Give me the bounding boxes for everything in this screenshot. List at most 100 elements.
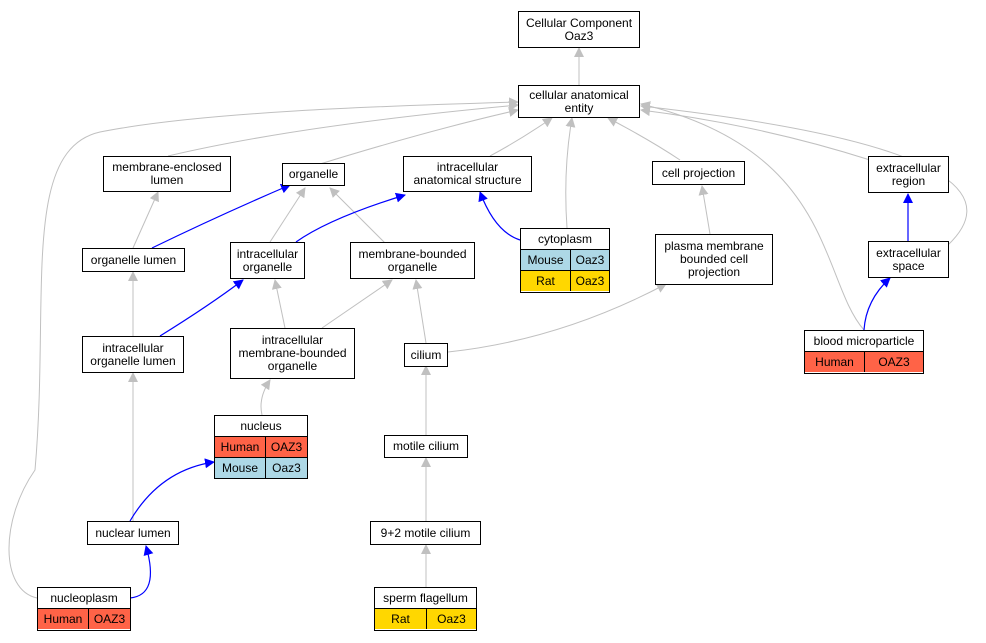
gene-cell: OAZ3 — [88, 609, 130, 629]
annotation-row: Mouse Oaz3 — [521, 250, 609, 271]
species-cell: Human — [38, 609, 88, 629]
node-label: cell projection — [661, 165, 736, 180]
node-label: organelle — [387, 259, 438, 274]
annotation-row: Mouse Oaz3 — [215, 458, 307, 478]
node-label: Cellular Component — [525, 15, 633, 30]
edge-cytoplasm-cae — [565, 117, 576, 229]
node-title: blood microparticle — [805, 331, 923, 352]
edge-pmbcp-cellproj — [698, 185, 711, 235]
node-cell-projection[interactable]: cell projection — [652, 161, 745, 185]
edge-blood-cae — [640, 101, 865, 331]
node-nuclear-lumen[interactable]: nuclear lumen — [87, 521, 179, 545]
edge-blue-nuclumen-nucleus — [129, 458, 215, 522]
node-label: intracellular — [102, 340, 164, 355]
node-title: cytoplasm — [521, 229, 609, 250]
edge-orglumen-mel — [132, 191, 159, 249]
node-label: plasma membrane — [664, 239, 764, 253]
edge-blue-orglumen-organelle — [151, 183, 291, 249]
edge-blue-cytoplasm-ias — [478, 191, 521, 241]
node-blood-microparticle[interactable]: blood microparticle Human OAZ3 — [804, 330, 924, 374]
node-motile-cilium[interactable]: motile cilium — [384, 435, 468, 458]
gene-cell: Oaz3 — [570, 250, 609, 270]
annotation-row: Rat Oaz3 — [375, 609, 476, 629]
node-9-2-motile-cilium[interactable]: 9+2 motile cilium — [370, 521, 481, 545]
edge-blue-intraorg-ias — [295, 192, 406, 243]
species-cell: Mouse — [521, 250, 570, 270]
node-organelle[interactable]: organelle — [282, 163, 345, 186]
node-label: intracellular — [436, 160, 499, 174]
node-label: intracellular — [236, 246, 299, 261]
node-label: organelle — [288, 167, 339, 181]
edge-ias-cae — [489, 117, 553, 157]
node-organelle-lumen[interactable]: organelle lumen — [82, 248, 185, 272]
node-label: intracellular — [261, 333, 324, 347]
node-label: bounded cell — [679, 252, 749, 266]
edge-blue-iol-intraorg — [159, 279, 244, 337]
node-sperm-flagellum[interactable]: sperm flagellum Rat Oaz3 — [374, 587, 477, 631]
node-nucleoplasm[interactable]: nucleoplasm Human OAZ3 — [37, 587, 131, 631]
node-label: membrane-bounded — [358, 246, 467, 261]
node-nucleus[interactable]: nucleus Human OAZ3 Mouse Oaz3 — [214, 415, 308, 479]
node-label: extracellular — [876, 245, 941, 260]
annotation-row: Human OAZ3 — [38, 609, 130, 629]
node-label: membrane-enclosed — [112, 160, 222, 174]
edge-imbo-intraorg — [271, 279, 286, 329]
node-label: organelle lumen — [90, 353, 176, 368]
gene-cell: Oaz3 — [426, 609, 476, 629]
node-label: Oaz3 — [564, 28, 594, 43]
node-label: anatomical structure — [413, 173, 522, 187]
species-cell: Mouse — [215, 458, 265, 478]
node-cytoplasm[interactable]: cytoplasm Mouse Oaz3 Rat Oaz3 — [520, 228, 610, 293]
edge-cilium-mbo — [412, 279, 427, 344]
node-label: organelle — [242, 259, 293, 274]
node-label: 9+2 motile cilium — [380, 525, 471, 540]
node-label: entity — [564, 100, 594, 115]
edge-organelle-cae — [319, 107, 519, 165]
species-cell: Human — [805, 352, 864, 372]
edge-nucleus-imbo — [260, 379, 271, 416]
node-label: nuclear lumen — [95, 525, 171, 540]
node-label: organelle lumen — [90, 252, 177, 267]
edge-imbo-mbo — [321, 279, 393, 329]
gene-cell: OAZ3 — [864, 352, 923, 372]
node-label: organelle — [267, 359, 318, 373]
gene-cell: Oaz3 — [265, 458, 307, 478]
node-label: motile cilium — [392, 439, 459, 453]
gene-cell: OAZ3 — [265, 437, 307, 457]
edge-mel-cae — [167, 100, 519, 157]
node-title: sperm flagellum — [375, 588, 476, 609]
edge-nucleoplasm-cae — [8, 97, 519, 599]
annotation-row: Rat Oaz3 — [521, 271, 609, 291]
node-label: cilium — [410, 347, 442, 362]
species-cell: Rat — [521, 271, 570, 291]
node-label: projection — [687, 265, 741, 279]
node-title: nucleoplasm — [38, 588, 130, 609]
node-label: region — [891, 173, 926, 188]
edge-blue-blood-extspace — [863, 277, 891, 331]
edge-mbo-organelle — [329, 187, 386, 244]
species-cell: Rat — [375, 609, 426, 629]
node-label: lumen — [150, 173, 184, 187]
edge-blue-nucleoplasm-nuclumen — [129, 545, 154, 599]
node-label: space — [892, 258, 925, 273]
species-cell: Human — [215, 437, 265, 457]
edge-extreg-cae — [640, 106, 871, 161]
node-cilium[interactable]: cilium — [404, 343, 448, 367]
node-label: membrane-bounded — [238, 346, 347, 360]
node-label: extracellular — [876, 160, 941, 175]
edge-intraorg-organelle — [269, 187, 306, 243]
gene-cell: Oaz3 — [570, 271, 609, 291]
